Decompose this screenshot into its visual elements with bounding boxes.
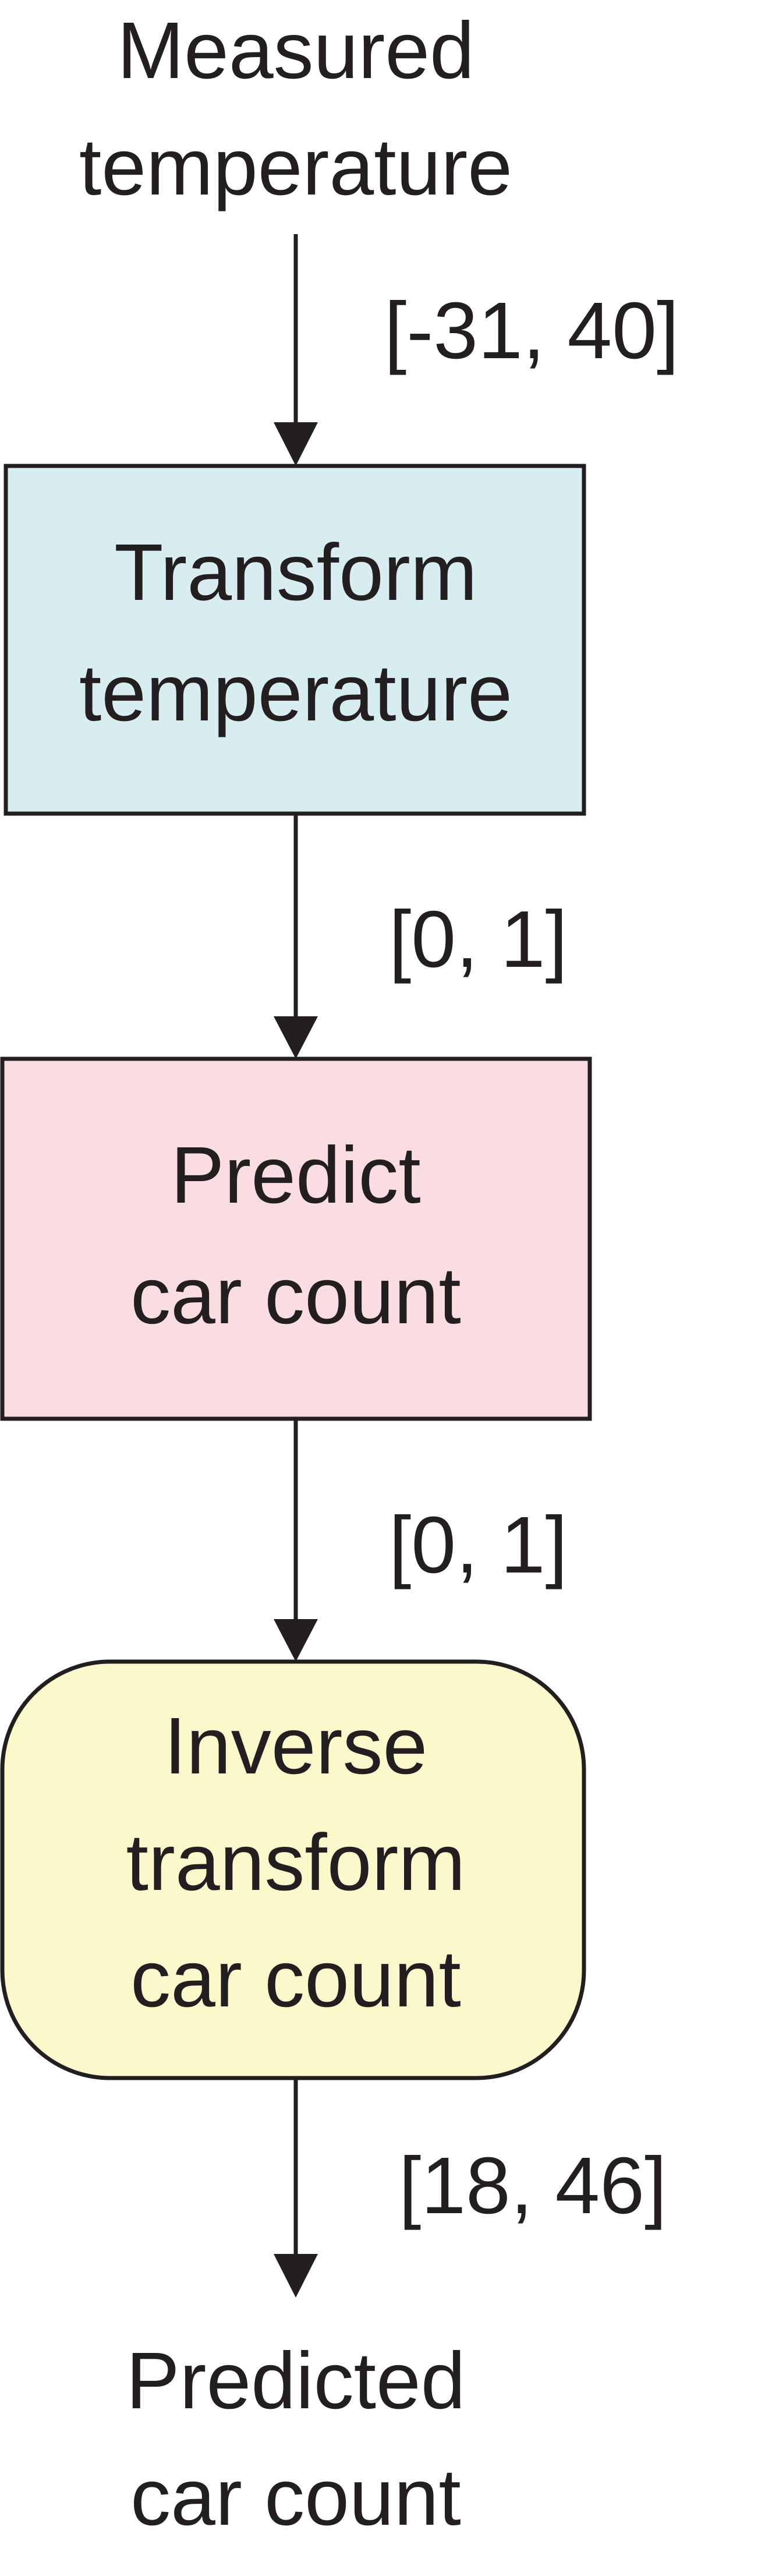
output-label-line2: car count [130, 2453, 461, 2542]
edge-transform-to-predict [274, 814, 318, 1059]
node-transform-temperature: Transform temperature [3, 464, 586, 816]
node-predict-car-count: Predict car count [0, 1056, 592, 1421]
node-predict-car-count-line2: car count [130, 1251, 461, 1341]
node-inverse-transform-line3: car count [130, 1934, 461, 2024]
node-inverse-transform-line2: transform [126, 1818, 466, 1907]
range-label-1: [-31, 40] [384, 286, 679, 376]
range-label-4: [18, 46] [399, 2141, 667, 2231]
node-inverse-transform-box [0, 1659, 586, 2080]
arrowhead-2 [274, 1016, 318, 1059]
node-inverse-transform-line1: Inverse [164, 1701, 428, 1791]
arrowhead-3 [274, 1619, 318, 1662]
input-label: Measured temperature [79, 6, 512, 212]
arrowhead-1 [274, 422, 318, 466]
node-transform-temperature-line1: Transform [114, 528, 477, 617]
output-label-line1: Predicted [126, 2336, 466, 2426]
range-label-2: [0, 1] [389, 895, 568, 984]
edge-predict-to-inverse [274, 1419, 318, 1662]
range-label-3: [0, 1] [389, 1500, 568, 1590]
input-label-line1: Measured [117, 6, 474, 96]
input-label-line2: temperature [79, 122, 512, 212]
node-predict-car-count-box [0, 1056, 592, 1421]
edge-input-to-transform [274, 234, 318, 466]
node-transform-temperature-line2: temperature [79, 648, 512, 738]
edge-inverse-to-output [274, 2078, 318, 2298]
arrowhead-4 [274, 2254, 318, 2298]
output-label: Predicted car count [126, 2336, 466, 2542]
node-transform-temperature-box [3, 464, 586, 816]
node-predict-car-count-line1: Predict [171, 1130, 421, 1220]
node-inverse-transform-car-count: Inverse transform car count [0, 1659, 586, 2080]
